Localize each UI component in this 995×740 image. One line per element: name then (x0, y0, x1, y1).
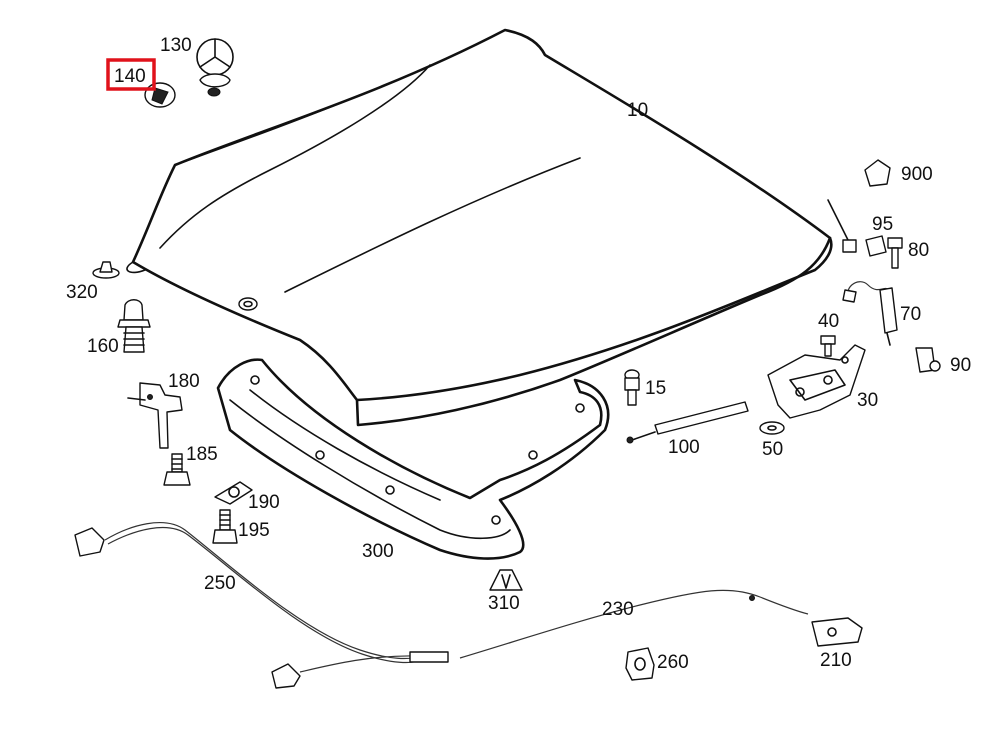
callout-250: 250 (204, 573, 236, 594)
callout-310: 310 (488, 593, 520, 614)
cable-part-250[interactable] (74, 522, 449, 689)
callout-30: 30 (857, 390, 878, 411)
bolt-part-195[interactable] (212, 509, 238, 544)
ball-stud-part-15[interactable] (624, 369, 640, 406)
callout-190: 190 (248, 492, 280, 513)
seal-part-300[interactable] (216, 358, 610, 560)
callout-80: 80 (908, 240, 929, 261)
washer-part-50[interactable] (759, 421, 785, 435)
callout-130: 130 (160, 35, 192, 56)
clip-part-190[interactable] (214, 481, 253, 505)
highlight-box-140 (106, 58, 156, 91)
callout-160: 160 (87, 336, 119, 357)
emblem-part-130[interactable] (196, 38, 234, 97)
callout-100: 100 (668, 437, 700, 458)
callout-195: 195 (238, 520, 270, 541)
label-part-900[interactable] (864, 159, 891, 187)
callout-900: 900 (901, 164, 933, 185)
clip-part-95[interactable] (865, 235, 887, 257)
buffer-part-160[interactable] (117, 299, 151, 353)
rod-part-900 (827, 199, 857, 253)
cable-part-230[interactable] (459, 589, 809, 659)
lock-part-210[interactable] (811, 617, 863, 647)
switch-part-90[interactable] (915, 347, 941, 373)
gas-strut-part-100[interactable] (626, 401, 749, 444)
callout-95: 95 (872, 214, 893, 235)
hood-part-10[interactable] (126, 28, 833, 427)
clip-part-320[interactable] (92, 261, 120, 279)
bracket-part-180[interactable] (127, 382, 183, 449)
bolt-part-80[interactable] (887, 237, 903, 269)
bolt-part-185[interactable] (163, 453, 191, 486)
clip-part-310[interactable] (489, 569, 523, 591)
callout-260: 260 (657, 652, 689, 673)
callout-140: 140 (114, 66, 146, 87)
callout-90: 90 (950, 355, 971, 376)
callout-10: 10 (627, 100, 648, 121)
callout-210: 210 (820, 650, 852, 671)
callout-185: 185 (186, 444, 218, 465)
callout-320: 320 (66, 282, 98, 303)
callout-230: 230 (602, 599, 634, 620)
sensor-part-70[interactable] (842, 281, 898, 346)
buffer-part-260[interactable] (625, 647, 655, 681)
callout-50: 50 (762, 439, 783, 460)
bolt-part-40[interactable] (820, 335, 836, 357)
emblem-holder-part-140[interactable] (144, 82, 176, 108)
callout-180: 180 (168, 371, 200, 392)
callout-40: 40 (818, 311, 839, 332)
callout-300: 300 (362, 541, 394, 562)
hinge-part-30[interactable] (767, 344, 866, 419)
callout-15: 15 (645, 378, 666, 399)
callout-70: 70 (900, 304, 921, 325)
